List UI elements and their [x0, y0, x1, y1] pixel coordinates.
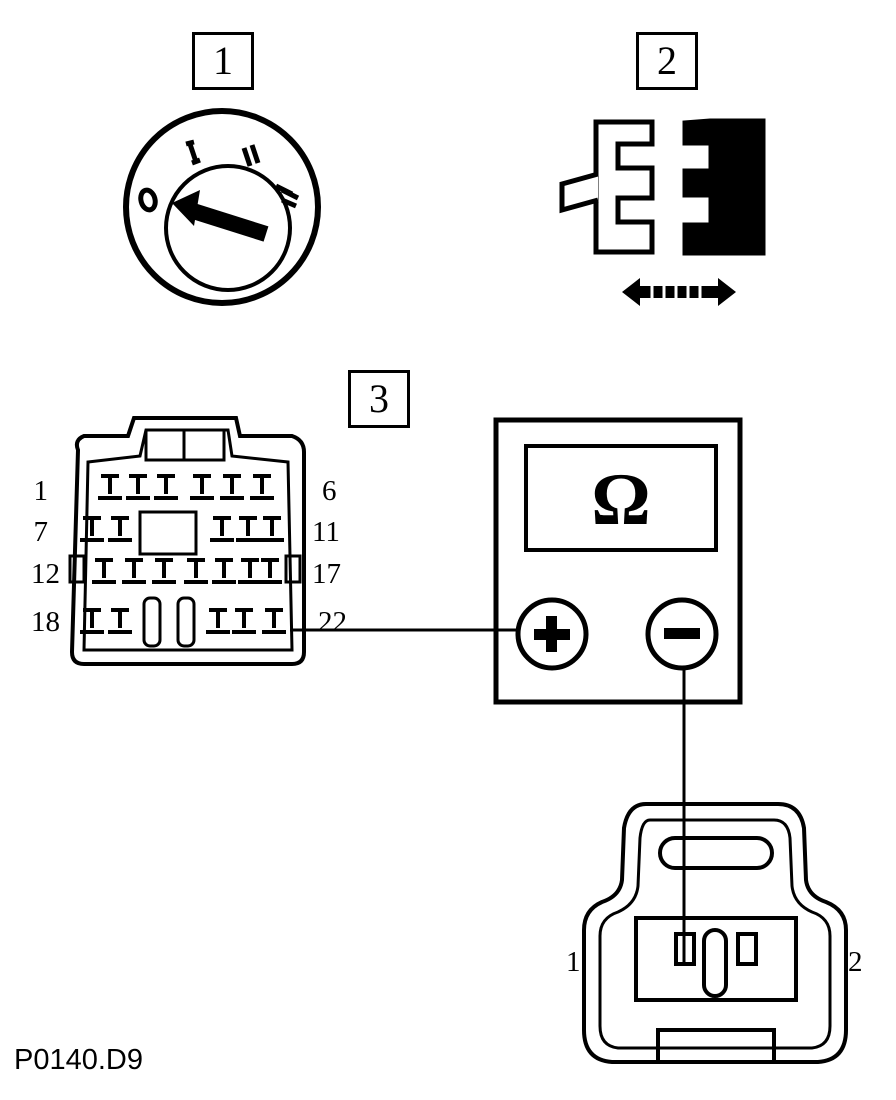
- harness-pin: [126, 474, 150, 500]
- ignition-position-1-mark: [187, 143, 199, 163]
- harness-connector-icon: [68, 416, 306, 666]
- harness-pin-label: 11: [312, 516, 340, 548]
- component-pin-label: 1: [566, 946, 581, 978]
- harness-pin-label: 7: [33, 516, 49, 548]
- harness-pin: [238, 558, 262, 584]
- ignition-position-0-mark: [138, 187, 158, 213]
- ignition-switch-icon: [123, 108, 321, 306]
- harness-pin: [98, 474, 122, 500]
- harness-pin: [250, 474, 274, 500]
- ohmmeter-display-symbol: Ω: [591, 459, 651, 541]
- component-connector-icon: [582, 802, 848, 1064]
- harness-pin: [80, 608, 104, 634]
- double-arrow-icon: [622, 278, 736, 306]
- harness-pin: [154, 474, 178, 500]
- harness-pin: [92, 558, 116, 584]
- harness-pin: [260, 516, 284, 542]
- ignition-key-arrow: [172, 190, 269, 242]
- harness-pin: [232, 608, 256, 634]
- step-3-label: 3: [348, 370, 410, 428]
- ohmmeter-icon: [493, 417, 743, 705]
- harness-pin-label: 18: [31, 606, 60, 638]
- ignition-position-3-mark: [274, 183, 300, 209]
- harness-pin: [210, 516, 234, 542]
- harness-pin: [184, 558, 208, 584]
- harness-pin: [80, 516, 104, 542]
- harness-pin: [108, 608, 132, 634]
- disconnect-connector-icon: [559, 118, 766, 306]
- harness-pin-glyphs: [80, 474, 286, 634]
- component-pin-label: 2: [848, 946, 863, 978]
- ignition-position-marks: [138, 139, 300, 213]
- harness-pin: [190, 474, 214, 500]
- figure-code: P0140.D9: [14, 1044, 143, 1076]
- harness-pin: [262, 608, 286, 634]
- harness-pin: [122, 558, 146, 584]
- harness-pin: [212, 558, 236, 584]
- step-2-label: 2: [636, 32, 698, 90]
- harness-pin: [258, 558, 282, 584]
- harness-pin: [236, 516, 260, 542]
- harness-pin-label: 6: [322, 475, 337, 507]
- ignition-position-2-mark: [241, 144, 261, 167]
- harness-pin: [206, 608, 230, 634]
- step-1-label: 1: [192, 32, 254, 90]
- harness-pin-label: 1: [33, 475, 49, 507]
- harness-pin-label: 12: [31, 558, 60, 590]
- harness-pin: [108, 516, 132, 542]
- harness-pin-label: 17: [312, 558, 341, 590]
- harness-pin: [152, 558, 176, 584]
- harness-pin-label: 22: [318, 606, 347, 638]
- harness-pin: [220, 474, 244, 500]
